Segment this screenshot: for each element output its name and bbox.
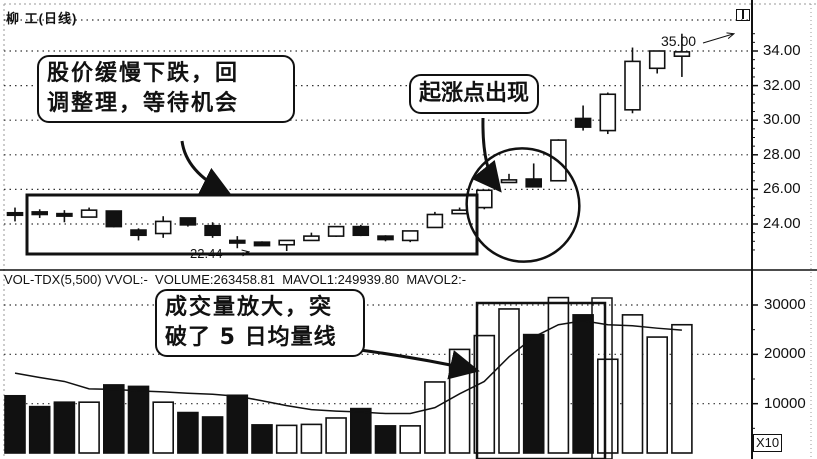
callout-volume-line1: 成交量放大，突: [165, 295, 334, 320]
volume-tick-label: 30000: [764, 296, 806, 313]
restore-window-icon[interactable]: [736, 9, 750, 21]
volume-indicator-header: VOL-TDX(5,500) VVOL:- VOLUME:263458.81 M…: [4, 272, 466, 287]
price-tick-label: 34.00: [763, 42, 801, 59]
callout-decline: 股价缓慢下跌，回 调整理，等待机会: [37, 55, 295, 123]
callout-rise-point: 起涨点出现: [409, 74, 540, 114]
volume-tick-label: 20000: [764, 345, 806, 363]
price-tick-label: 28.00: [763, 145, 801, 163]
callout-decline-line1: 股价缓慢下跌，回: [47, 61, 240, 86]
callout-decline-line2: 调整理，等待机会: [47, 91, 240, 116]
mavol1-value: MAVOL1:249939.80: [282, 272, 400, 287]
callout-volume-breakout: 成交量放大，突 破了 5 日均量线: [155, 289, 365, 357]
price-tick-label: 30.00: [763, 111, 801, 129]
high-price-marker: 35.00: [661, 33, 697, 49]
vol-indicator-name: VOL-TDX(5,500): [4, 272, 102, 287]
price-tick-label: 26.00: [763, 180, 801, 198]
mavol2-value: MAVOL2:-: [406, 272, 467, 287]
vvol-value: VVOL:-: [105, 272, 148, 287]
volume-tick-label: 10000: [764, 394, 806, 412]
chart-title: 柳 工(日线): [6, 11, 78, 26]
price-tick-label: 32.00: [763, 76, 801, 94]
volume-value: VOLUME:263458.81: [155, 272, 275, 287]
volume-unit-label: X10: [753, 434, 783, 452]
price-tick-label: 24.00: [763, 215, 801, 232]
low-price-marker: 22.44: [190, 246, 223, 261]
callout-volume-line2: 破了 5 日均量线: [165, 325, 337, 350]
